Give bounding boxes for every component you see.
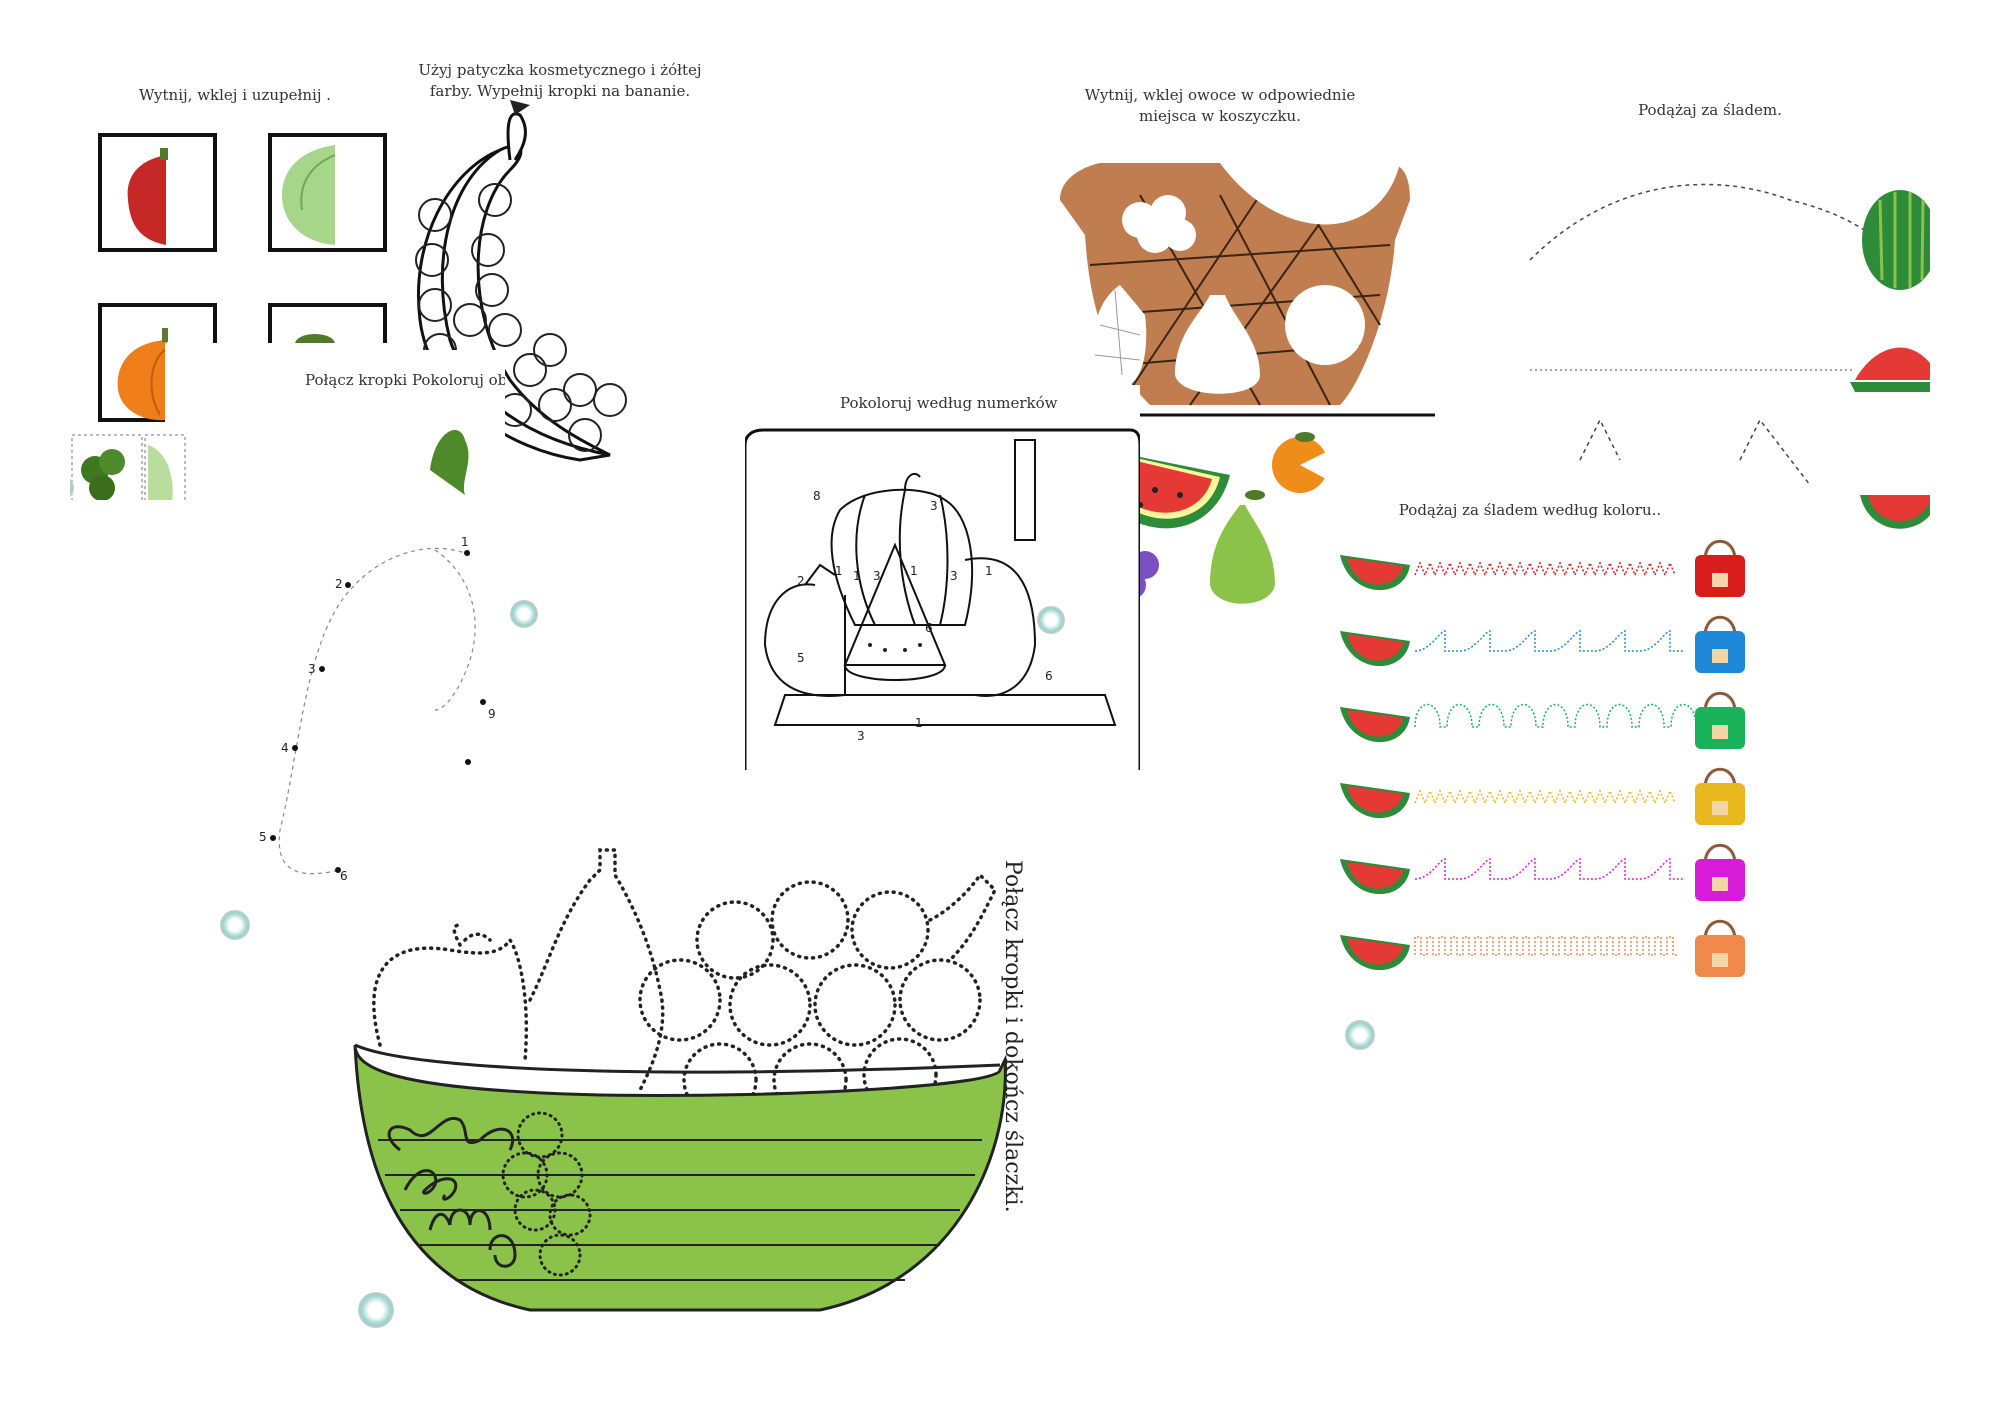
- cabbage-icon: [282, 145, 336, 245]
- trace-row: [1340, 843, 1745, 901]
- trace-path: [1414, 630, 1685, 652]
- color-number: 6: [925, 621, 933, 635]
- logo-icon: [1345, 1020, 1375, 1050]
- bucket-label: [1712, 877, 1728, 891]
- bucket-label: [1712, 573, 1728, 587]
- color-by-number-drawing: 8 3 1 1 3 1 3 1 2 6 5 6 3 1: [745, 428, 1140, 770]
- red-pepper-icon: [127, 148, 168, 245]
- color-number: 1: [985, 564, 993, 578]
- bucket-handle: [1703, 843, 1737, 865]
- trace-path: [1414, 789, 1676, 805]
- logo-icon: [1037, 606, 1065, 634]
- color-number: 1: [910, 564, 918, 578]
- worksheet-title: Użyj patyczka kosmetycznego i żółtej far…: [418, 61, 702, 100]
- strawberry-icon: [1094, 285, 1147, 387]
- watermelon-icon: [1862, 190, 1930, 290]
- color-number: 3: [930, 499, 938, 513]
- color-number: 1: [915, 716, 923, 730]
- worksheet-title: Połącz kropki i dokończ ślaczki.: [1000, 860, 1025, 1213]
- trace-path: [1414, 561, 1676, 577]
- logo-icon: [220, 910, 250, 940]
- color-number: 3: [857, 729, 865, 743]
- dot-number: 6: [340, 869, 348, 883]
- bucket-handle: [1703, 691, 1737, 713]
- dot-number: 5: [259, 830, 267, 844]
- worksheet-fruit-bowl: Połącz kropki i dokończ ślaczki.: [350, 830, 1100, 1350]
- dot-number: 2: [335, 577, 343, 591]
- bucket-handle: [1703, 767, 1737, 789]
- worksheet-title: Wytnij, wklej owoce w odpowiednie miejsc…: [1084, 86, 1356, 125]
- bucket-handle: [1703, 539, 1737, 561]
- dot-number: 3: [308, 662, 316, 676]
- watermelon-flesh: [1347, 710, 1403, 737]
- worksheet-title: Pokoloruj według numerków: [840, 394, 1058, 412]
- color-number: 2: [797, 574, 805, 588]
- dot-number: 9: [488, 707, 496, 721]
- watermelon-flesh: [1347, 862, 1403, 889]
- logo-icon: [358, 1292, 394, 1328]
- basket-icon: [1060, 163, 1410, 406]
- color-number: 8: [813, 489, 821, 503]
- apple-icon: [1285, 285, 1365, 365]
- pear-icon: [1175, 295, 1260, 394]
- color-number: 5: [797, 651, 805, 665]
- worksheet-follow-trace: Podążaj za śladem.: [1510, 100, 1930, 540]
- broccoli-icon: [81, 449, 125, 500]
- worksheet-connect-dots: Połącz kropki Pokoloruj ob 1 2 3 4 5 6 9: [205, 350, 505, 910]
- trace-path: [1414, 703, 1703, 728]
- watermelon-flesh: [1347, 558, 1403, 585]
- dot-number: 1: [461, 535, 469, 549]
- trace-path: [1414, 936, 1679, 956]
- worksheet-title: Wytnij, wklej i uzupełnij .: [138, 86, 332, 104]
- follow-color-rows: [1340, 539, 1745, 977]
- color-number: 1: [835, 564, 843, 578]
- trace-row: [1340, 767, 1745, 825]
- basket-shapes: [1094, 195, 1365, 394]
- bucket-label: [1712, 725, 1728, 739]
- bucket-label: [1712, 953, 1728, 967]
- trace-row: [1340, 691, 1745, 749]
- dotted-fruits: [372, 848, 998, 1118]
- trace-row: [1340, 615, 1745, 673]
- bucket-handle: [1703, 919, 1737, 941]
- color-number: 6: [1045, 669, 1053, 683]
- worksheet-title: Podążaj za śladem według koloru..: [1398, 501, 1662, 519]
- orange-icon: [1272, 432, 1330, 493]
- color-number: 3: [950, 569, 958, 583]
- watermelon-flesh: [1347, 634, 1403, 661]
- watermelon-flesh: [1347, 938, 1403, 965]
- bucket-label: [1712, 649, 1728, 663]
- worksheet-follow-color: Podążaj za śladem według koloru..: [1335, 495, 1775, 1055]
- pumpkin-icon: [117, 328, 168, 421]
- color-number: 3: [873, 569, 881, 583]
- watermelon-icon: [1860, 495, 1930, 529]
- watermelon-icon: [1850, 347, 1930, 392]
- fruit-bowl-icon: [353, 848, 1007, 1312]
- connect-dots-drawing: 1 2 3 4 5 6 9: [259, 430, 496, 883]
- watermelon-flesh: [1347, 786, 1403, 813]
- pear-icon: [1210, 490, 1275, 604]
- bucket-label: [1712, 801, 1728, 815]
- color-number: 1: [853, 569, 861, 583]
- worksheet-color-by-number: Pokoloruj według numerków 8 3 1 1 3 1 3 …: [745, 385, 1140, 770]
- worksheet-title: Podążaj za śladem.: [1638, 101, 1782, 119]
- trace-path: [1414, 858, 1685, 880]
- trace-row: [1340, 919, 1745, 977]
- trace-lines: [1529, 183, 1930, 529]
- bucket-handle: [1703, 615, 1737, 637]
- trace-row: [1340, 539, 1745, 597]
- worksheet-title: Połącz kropki Pokoloruj ob: [305, 371, 505, 389]
- logo-icon: [510, 600, 538, 628]
- dot-number: 4: [281, 741, 289, 755]
